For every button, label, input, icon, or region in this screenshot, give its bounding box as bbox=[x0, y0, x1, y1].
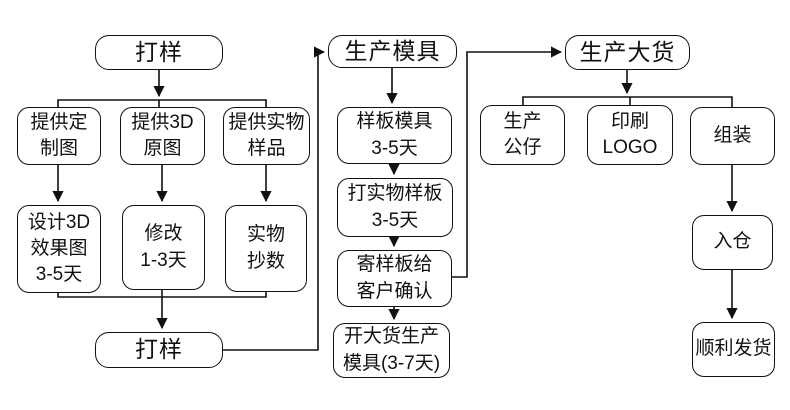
node-bulk-production-mold: 开大货生产 模具(3-7天) bbox=[333, 323, 450, 378]
node-sample-bottom: 打样 bbox=[95, 332, 223, 368]
node-send-sample-confirm: 寄样板给 客户确认 bbox=[337, 250, 452, 307]
node-provide-physical-sample: 提供实物 样品 bbox=[223, 107, 310, 165]
node-assembly: 组装 bbox=[690, 107, 775, 165]
node-modify: 修改 1-3天 bbox=[122, 205, 205, 290]
node-produce-doll: 生产 公仔 bbox=[480, 105, 565, 165]
node-smooth-shipping: 顺利发货 bbox=[692, 322, 775, 377]
edge-send-to-bulk bbox=[452, 46, 563, 278]
node-sample-top: 打样 bbox=[95, 35, 223, 70]
node-make-physical-sample: 打实物样板 3-5天 bbox=[337, 178, 453, 237]
edge-fanout-right bbox=[522, 96, 733, 107]
edge-sample-to-mold bbox=[223, 46, 326, 351]
node-production-mold: 生产模具 bbox=[328, 35, 457, 68]
node-sample-mold: 样板模具 3-5天 bbox=[337, 107, 452, 164]
node-provide-3d-original: 提供3D 原图 bbox=[120, 107, 205, 165]
node-bulk-production: 生产大货 bbox=[565, 35, 690, 70]
node-provide-custom-drawing: 提供定 制图 bbox=[17, 107, 101, 165]
node-physical-copy: 实物 抄数 bbox=[225, 205, 307, 292]
node-print-logo: 印刷 LOGO bbox=[587, 105, 673, 165]
node-design-3d-render: 设计3D 效果图 3-5天 bbox=[17, 205, 101, 293]
node-warehouse: 入仓 bbox=[692, 215, 773, 270]
edge-fanout-top-left bbox=[57, 99, 267, 107]
